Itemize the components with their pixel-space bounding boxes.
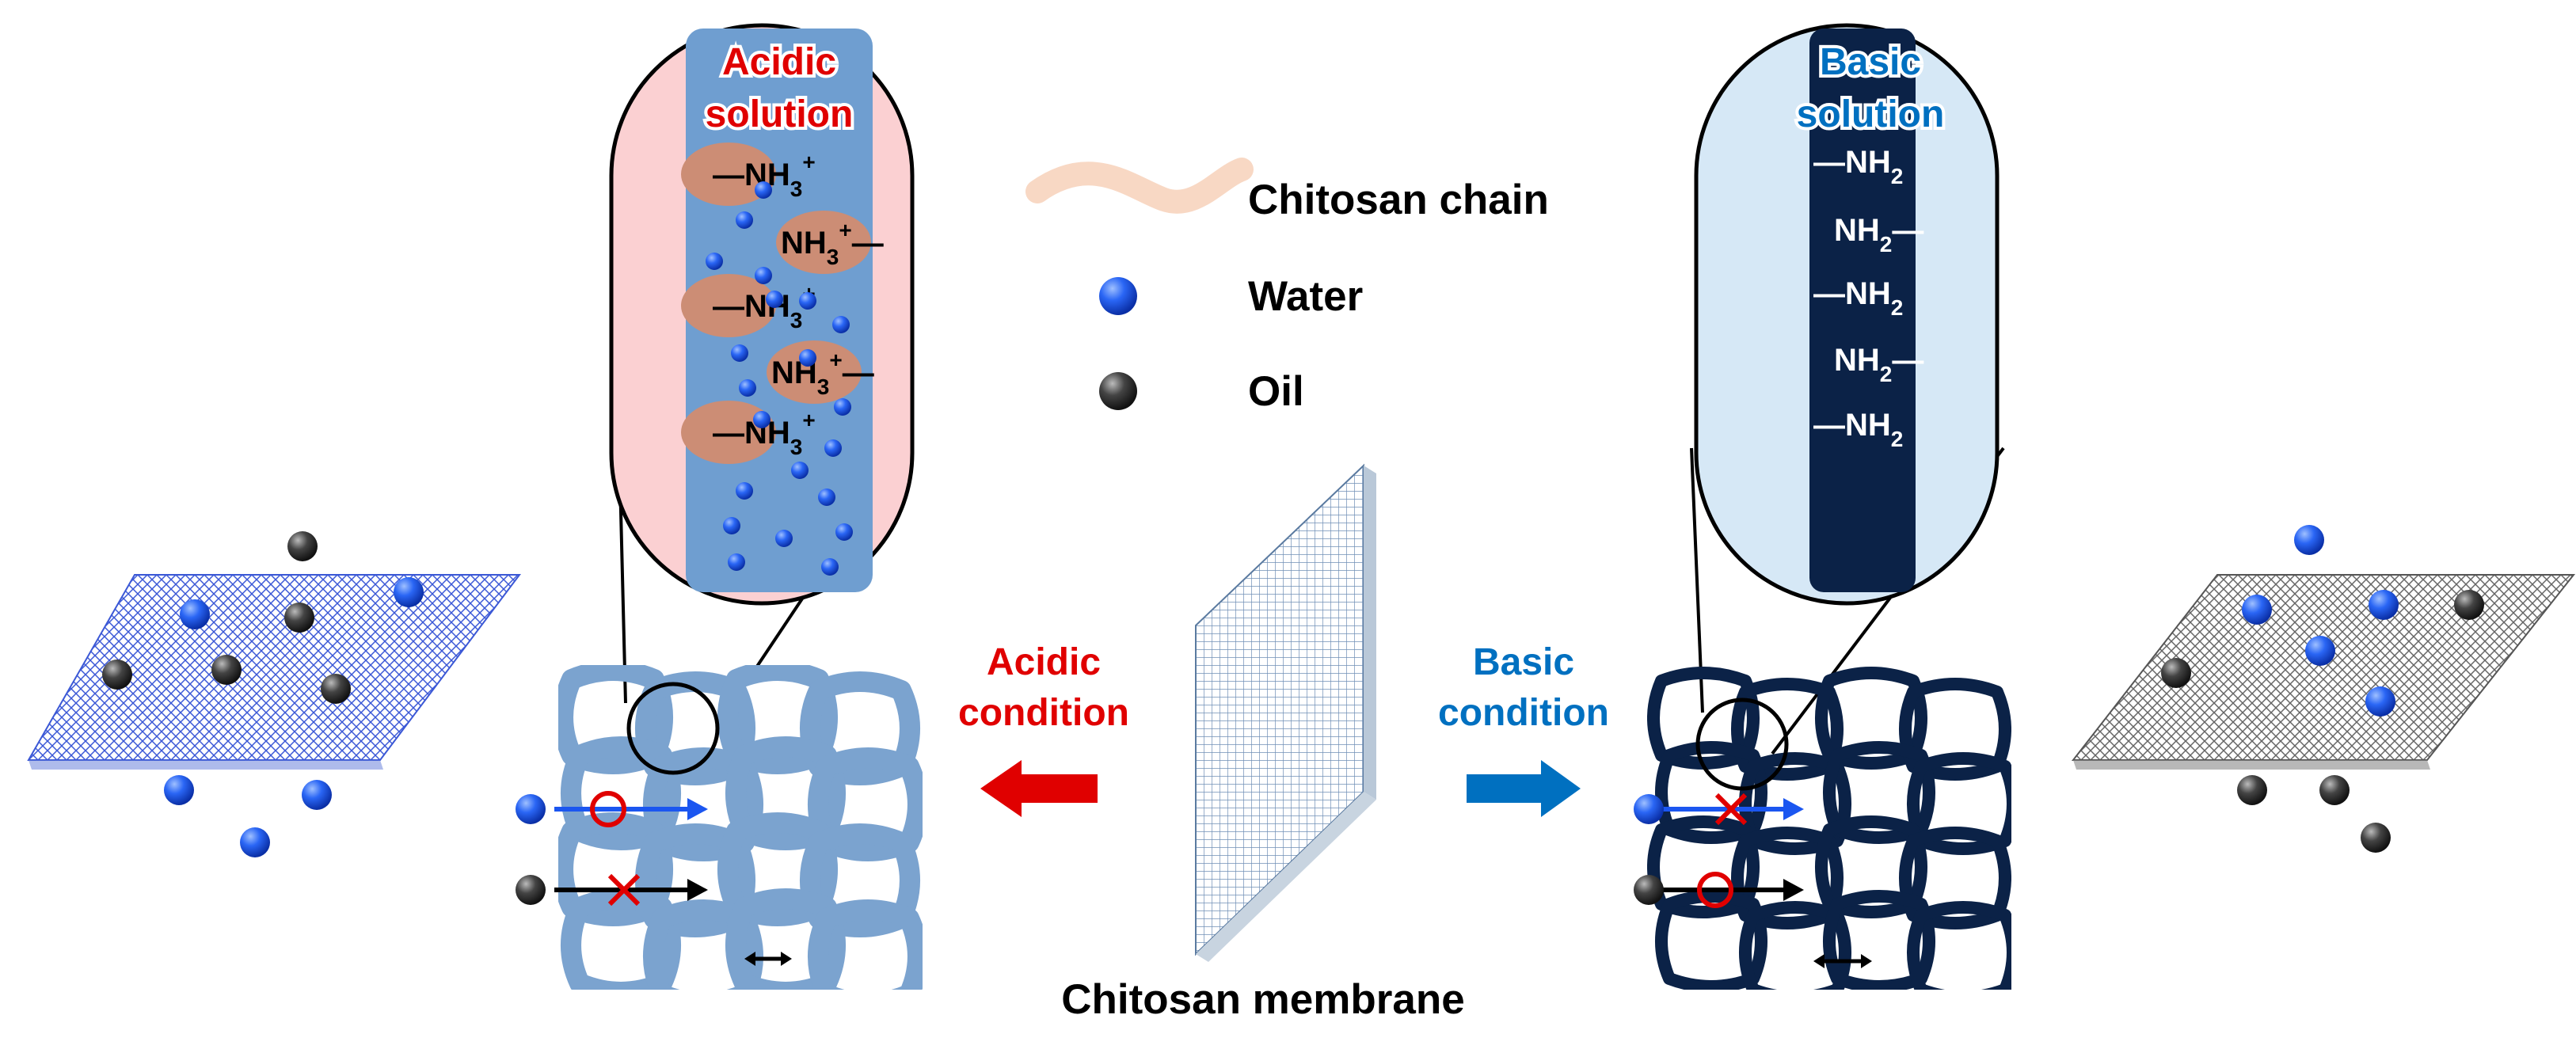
acidic-condition-label: Acidic [987,641,1101,683]
acidic-bubble-title: Acidic [722,41,836,83]
water-droplet [164,775,194,805]
basic-condition-label: Basic [1473,641,1574,683]
legend-water-label: Water [1248,273,1363,320]
acidic-block-mark-icon [607,873,641,907]
oil-droplet [2319,775,2350,805]
oil-droplet [2361,823,2391,853]
membrane-label: Chitosan membrane [1061,976,1465,1023]
pore-cell [1907,901,2011,990]
nh2-group: NH2— [1834,343,1923,386]
pore-cell [808,899,923,990]
water-molecule [706,253,723,270]
basic-zoom-circle [1695,698,1789,791]
water-molecule [835,523,853,541]
water-droplet [2369,590,2399,620]
acidic-condition-arrow-icon [980,760,1098,817]
oil-droplet [2161,658,2191,688]
basic-water-path [1651,793,1804,826]
svg-text:NH3+—: NH3+— [771,348,874,399]
oil-droplet [516,875,546,905]
water-droplet [1634,794,1664,824]
water-droplet [240,827,270,857]
acidic-condition-label-line2: condition [958,692,1129,734]
water-droplet [2294,525,2324,555]
water-molecule [775,530,793,547]
oil-droplet [287,531,318,561]
pore-cell [643,899,763,990]
basic-solution-strip [1809,29,1916,592]
oil-droplet [211,655,242,685]
nh2-group: NH2— [1834,213,1923,257]
svg-text:NH2—: NH2— [1834,343,1923,386]
basic-pore-network [1647,667,2011,990]
nh3-group: NH3+— [767,340,874,404]
water-molecule [755,181,772,199]
water-molecule [736,211,753,229]
water-molecule [799,349,816,367]
oil-droplet [1634,875,1664,905]
water-molecule [791,462,809,479]
legend: Chitosan chain Water Oil [1025,158,1549,415]
pore-cell [1739,752,1851,855]
water-droplet [516,794,546,824]
water-droplet [2305,636,2335,666]
water-droplet [2242,595,2272,625]
water-molecule [818,488,835,506]
water-molecule [799,292,816,310]
acidic-pore-network [558,665,923,990]
acidic-pass-mark-icon [590,791,626,827]
oil-droplet [2454,590,2484,620]
water-droplet [302,780,332,810]
basic-oil-path [1651,872,1804,908]
oil-icon [1099,372,1137,410]
water-molecule [824,439,842,457]
water-molecule [728,553,745,571]
pore-cell [1739,901,1851,990]
basic-membrane-sheet [2071,574,2576,770]
acidic-oil-path [554,873,708,907]
basic-block-mark-icon [1714,793,1748,826]
water-molecule [766,291,783,308]
water-molecule [834,398,851,416]
chitosan-membrane-illustration [1195,463,1376,962]
svg-text:NH2—: NH2— [1834,213,1923,257]
water-icon [1099,277,1137,315]
water-molecule [736,482,753,500]
water-molecule [755,267,772,284]
basic-condition-arrow-icon [1467,760,1581,817]
water-molecule [832,316,850,333]
svg-text:NH3+—: NH3+— [781,218,884,269]
oil-droplet [2237,775,2267,805]
water-molecule [723,517,740,534]
chitosan-chain-icon [1025,158,1254,214]
basic-bubble-title-line2: solution [1797,93,1945,135]
oil-droplet [284,603,314,633]
water-droplet [2365,686,2395,717]
pore-cell [1907,752,2011,855]
acidic-zoom-circle [626,682,720,775]
acidic-water-path [554,791,708,827]
water-droplet [180,599,210,629]
basic-pore-size-arrow-icon [1813,954,1872,968]
water-droplet [394,577,424,607]
basic-condition-label-line2: condition [1438,692,1609,734]
basic-bubble-title: Basic [1820,41,1921,83]
acidic-pore-size-arrow-icon [744,952,792,966]
water-molecule [739,379,756,397]
water-molecule [731,344,748,362]
legend-oil-label: Oil [1248,368,1304,415]
acidic-membrane-sheet [27,574,522,770]
nh3-group: NH3+— [776,211,884,274]
water-molecule [821,558,839,576]
acidic-bubble: Acidic solution —NH3+NH3+——NH3+NH3+——NH3… [609,23,915,728]
acidic-bubble-title-line2: solution [706,93,854,135]
oil-droplet [321,674,351,704]
oil-droplet [102,660,132,690]
basic-pass-mark-icon [1697,872,1733,908]
legend-chain-label: Chitosan chain [1248,177,1549,223]
water-molecule [753,411,771,428]
